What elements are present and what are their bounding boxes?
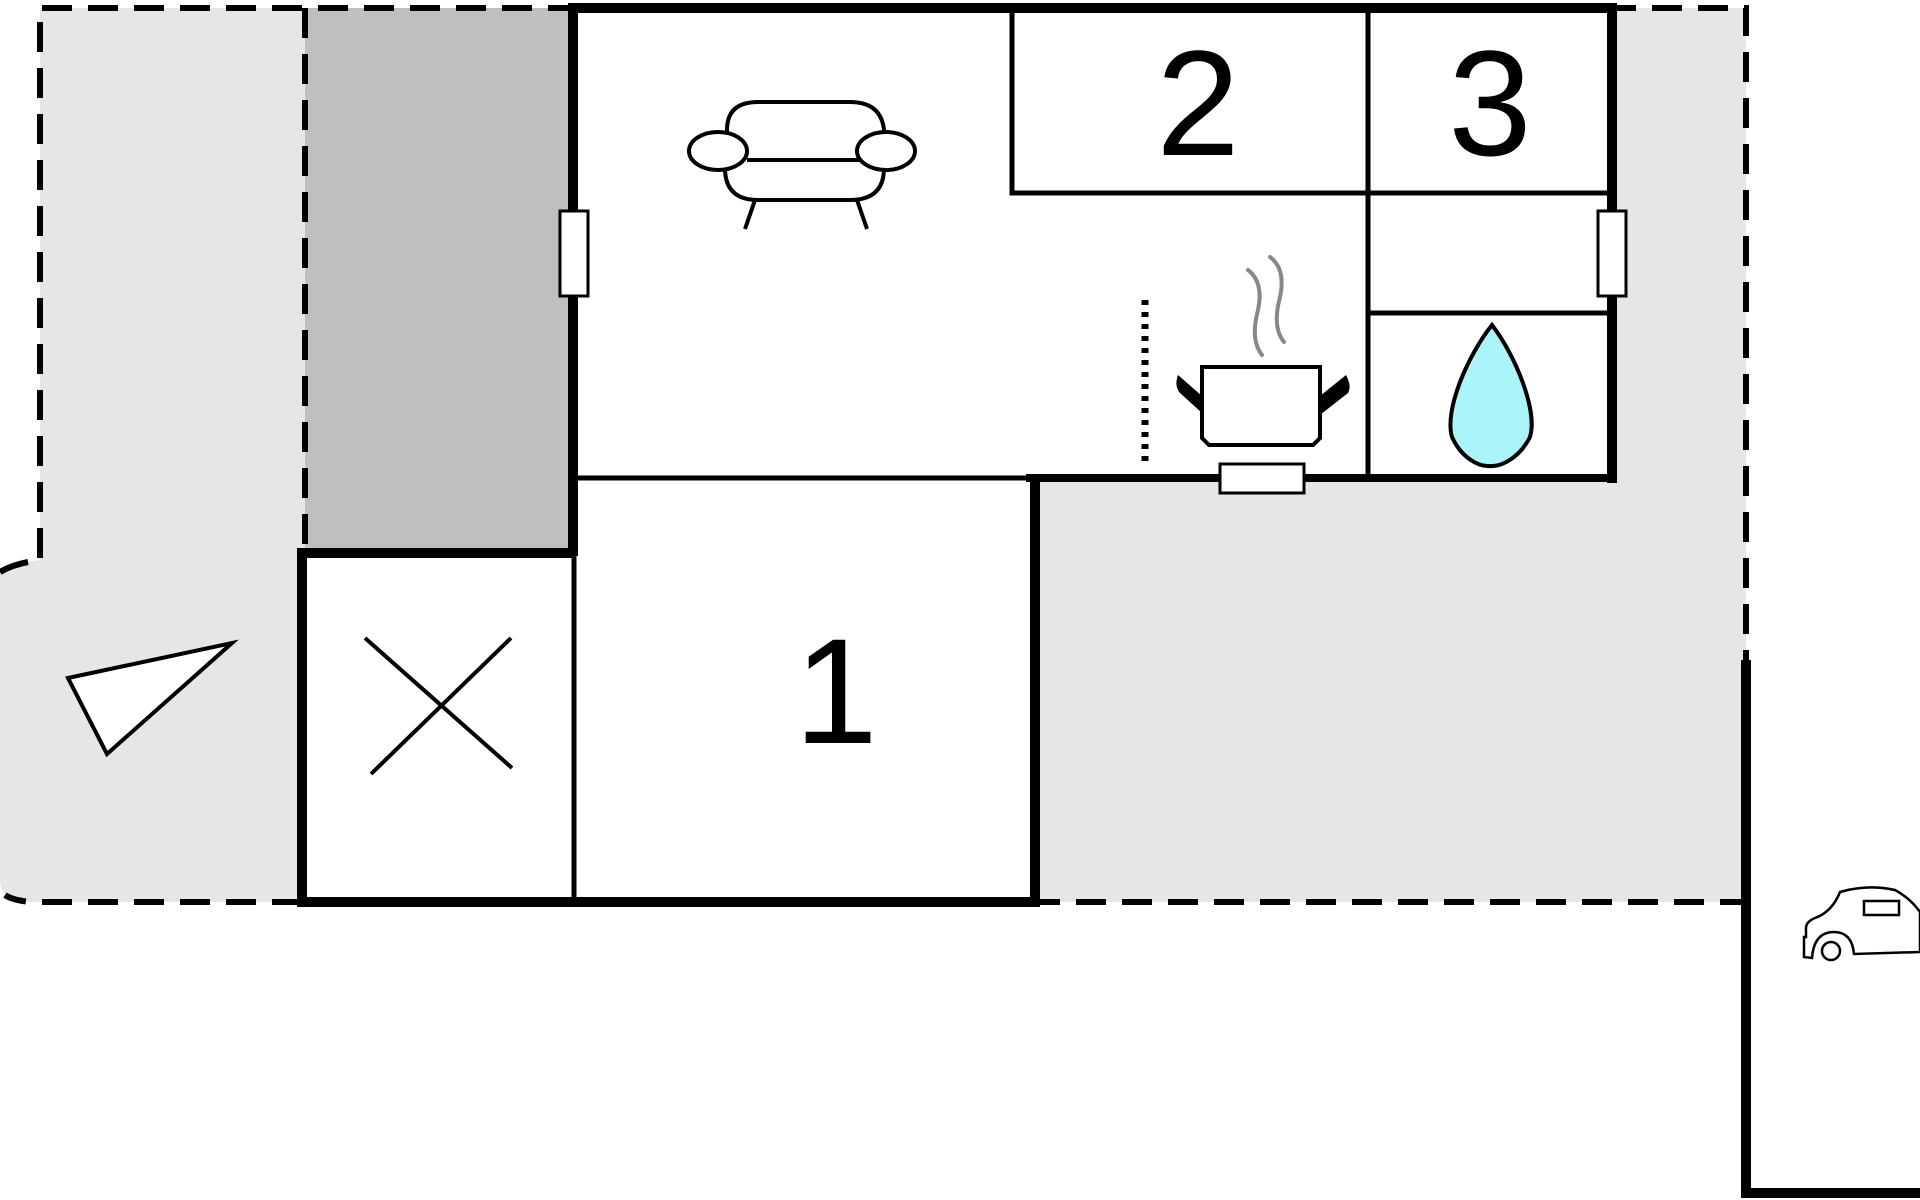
covered-area	[305, 8, 573, 553]
car-icon	[1802, 886, 1920, 962]
rooms	[302, 8, 1612, 902]
windows	[558, 209, 1628, 495]
bed-cross-icon	[363, 636, 514, 776]
terrace-right-top	[1612, 8, 1746, 483]
living-room-floor	[302, 8, 1612, 902]
terrace-left	[0, 8, 305, 902]
window-left	[558, 209, 590, 298]
compass-arrow-icon	[65, 639, 239, 758]
room-number-3: 3	[1448, 19, 1531, 187]
room-number-2: 2	[1156, 19, 1239, 187]
terrace-right-bottom	[1030, 478, 1746, 902]
room-number-1: 1	[794, 607, 877, 775]
water-drop-icon	[1448, 321, 1534, 469]
interior-walls-thin	[571, 8, 1608, 902]
window-right	[1596, 209, 1628, 298]
sofa-icon	[687, 100, 917, 230]
window-bottom	[1218, 462, 1306, 495]
property-line	[1741, 660, 1920, 1198]
cooking-pot-icon	[1176, 255, 1350, 447]
